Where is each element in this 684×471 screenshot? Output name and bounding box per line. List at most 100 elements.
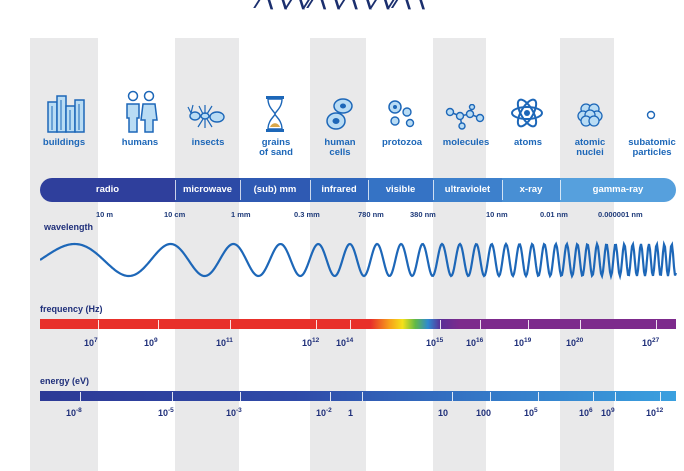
frequency-label-0: 107: [84, 337, 98, 348]
frequency-label-exponent: 7: [94, 337, 98, 344]
frequency-tick: [350, 320, 351, 329]
band-label-2: (sub) mm: [253, 184, 297, 195]
energy-label-9: 109: [601, 407, 615, 418]
band-segment-0: [40, 178, 175, 202]
object-label-6: molecules: [442, 137, 490, 148]
energy-label-base: 10: [579, 408, 590, 418]
frequency-label-1: 109: [144, 337, 158, 348]
band-segment-1: [175, 178, 240, 202]
band-segment-4: [368, 178, 433, 202]
frequency-tick: [98, 320, 99, 329]
frequency-label-exponent: 16: [476, 337, 484, 344]
energy-label-7: 105: [524, 407, 538, 418]
energy-label-exponent: 12: [656, 407, 664, 414]
object-label-7: atoms: [514, 137, 542, 148]
frequency-label-exponent: 20: [576, 337, 584, 344]
band-label-5: ultraviolet: [444, 184, 491, 195]
band-segment-3: [310, 178, 368, 202]
frequency-tick: [158, 320, 159, 329]
band-separator: [240, 180, 241, 200]
energy-label-10: 1012: [646, 407, 663, 418]
protozoa-icon: [388, 100, 415, 128]
frequency-label-base: 10: [216, 338, 227, 348]
frequency-tick: [656, 320, 657, 329]
energy-tick: [240, 392, 241, 401]
particle-icon: [646, 110, 656, 120]
band-separator: [175, 180, 176, 200]
frequency-label-base: 10: [302, 338, 313, 348]
object-label-1: humans: [121, 137, 159, 148]
frequency-label-base: 10: [514, 338, 525, 348]
frequency-label-base: 10: [566, 338, 577, 348]
band-separator: [368, 180, 369, 200]
energy-label-base: 10: [66, 408, 77, 418]
energy-label-base: 10: [316, 408, 327, 418]
energy-label-4: 1: [348, 407, 353, 418]
energy-label-exponent: -3: [236, 407, 242, 414]
frequency-label-2: 1011: [216, 337, 233, 348]
humans-icon: [126, 90, 158, 133]
buildings-icon: [47, 95, 85, 133]
wavelength-mark-7: 0.01 nm: [540, 210, 568, 219]
wavelength-mark-8: 0.000001 nm: [598, 210, 643, 219]
band-segment-6: [502, 178, 560, 202]
frequency-tick: [316, 320, 317, 329]
energy-label-exponent: 5: [534, 407, 538, 414]
object-label-3: grains of sand: [259, 137, 293, 158]
energy-label-base: 100: [476, 408, 492, 418]
energy-label-2: 10-3: [226, 407, 242, 418]
object-label-8: atomic nuclei: [574, 137, 606, 158]
energy-label-base: 1: [348, 408, 354, 418]
wave-graphic: [40, 240, 678, 281]
frequency-label-4: 1014: [336, 337, 353, 348]
wavelength-mark-0: 10 m: [96, 210, 114, 219]
frequency-tick: [230, 320, 231, 329]
object-label-4: human cells: [324, 137, 356, 158]
energy-tick: [172, 392, 173, 401]
energy-tick: [538, 392, 539, 401]
energy-tick: [452, 392, 453, 401]
energy-label-5: 10: [438, 407, 448, 418]
title-fragment: ∕∖∖∕∖∕∕∖∖∕∖∖∕∖∕∕∖∖: [257, 0, 427, 13]
band-label-0: radio: [95, 184, 120, 195]
band-segment-5: [433, 178, 502, 202]
frequency-label-exponent: 27: [652, 337, 660, 344]
frequency-label-exponent: 14: [346, 337, 354, 344]
frequency-label-base: 10: [144, 338, 155, 348]
frequency-tick: [580, 320, 581, 329]
frequency-label-9: 1027: [642, 337, 659, 348]
frequency-label-base: 10: [84, 338, 95, 348]
energy-label-0: 10-8: [66, 407, 82, 418]
energy-tick: [660, 392, 661, 401]
energy-label-base: 10: [601, 408, 612, 418]
frequency-tick: [528, 320, 529, 329]
frequency-label-3: 1012: [302, 337, 319, 348]
wavelength-title: wavelength: [44, 222, 94, 232]
energy-label-exponent: 6: [589, 407, 593, 414]
energy-label-exponent: -8: [76, 407, 82, 414]
energy-tick: [80, 392, 81, 401]
energy-bar: [40, 391, 676, 401]
cells-icon: [326, 98, 353, 130]
ant-icon: [187, 104, 225, 128]
frequency-title: frequency (Hz): [40, 304, 103, 314]
atom-icon: [511, 98, 543, 128]
energy-tick: [593, 392, 594, 401]
band-label-7: gamma-ray: [592, 184, 644, 195]
band-segment-7: [560, 178, 676, 202]
energy-title: energy (eV): [40, 376, 90, 386]
band-separator: [560, 180, 561, 200]
band-segment-2: [240, 178, 310, 202]
energy-label-base: 10: [646, 408, 657, 418]
band-label-6: x-ray: [519, 184, 543, 195]
frequency-tick: [480, 320, 481, 329]
energy-label-base: 10: [524, 408, 535, 418]
frequency-label-exponent: 9: [154, 337, 158, 344]
wavelength-mark-1: 10 cm: [164, 210, 186, 219]
band-separator: [502, 180, 503, 200]
energy-label-6: 100: [476, 407, 491, 418]
frequency-label-base: 10: [336, 338, 347, 348]
wavelength-mark-2: 1 mm: [231, 210, 251, 219]
object-label-0: buildings: [42, 137, 86, 148]
frequency-label-exponent: 15: [436, 337, 444, 344]
